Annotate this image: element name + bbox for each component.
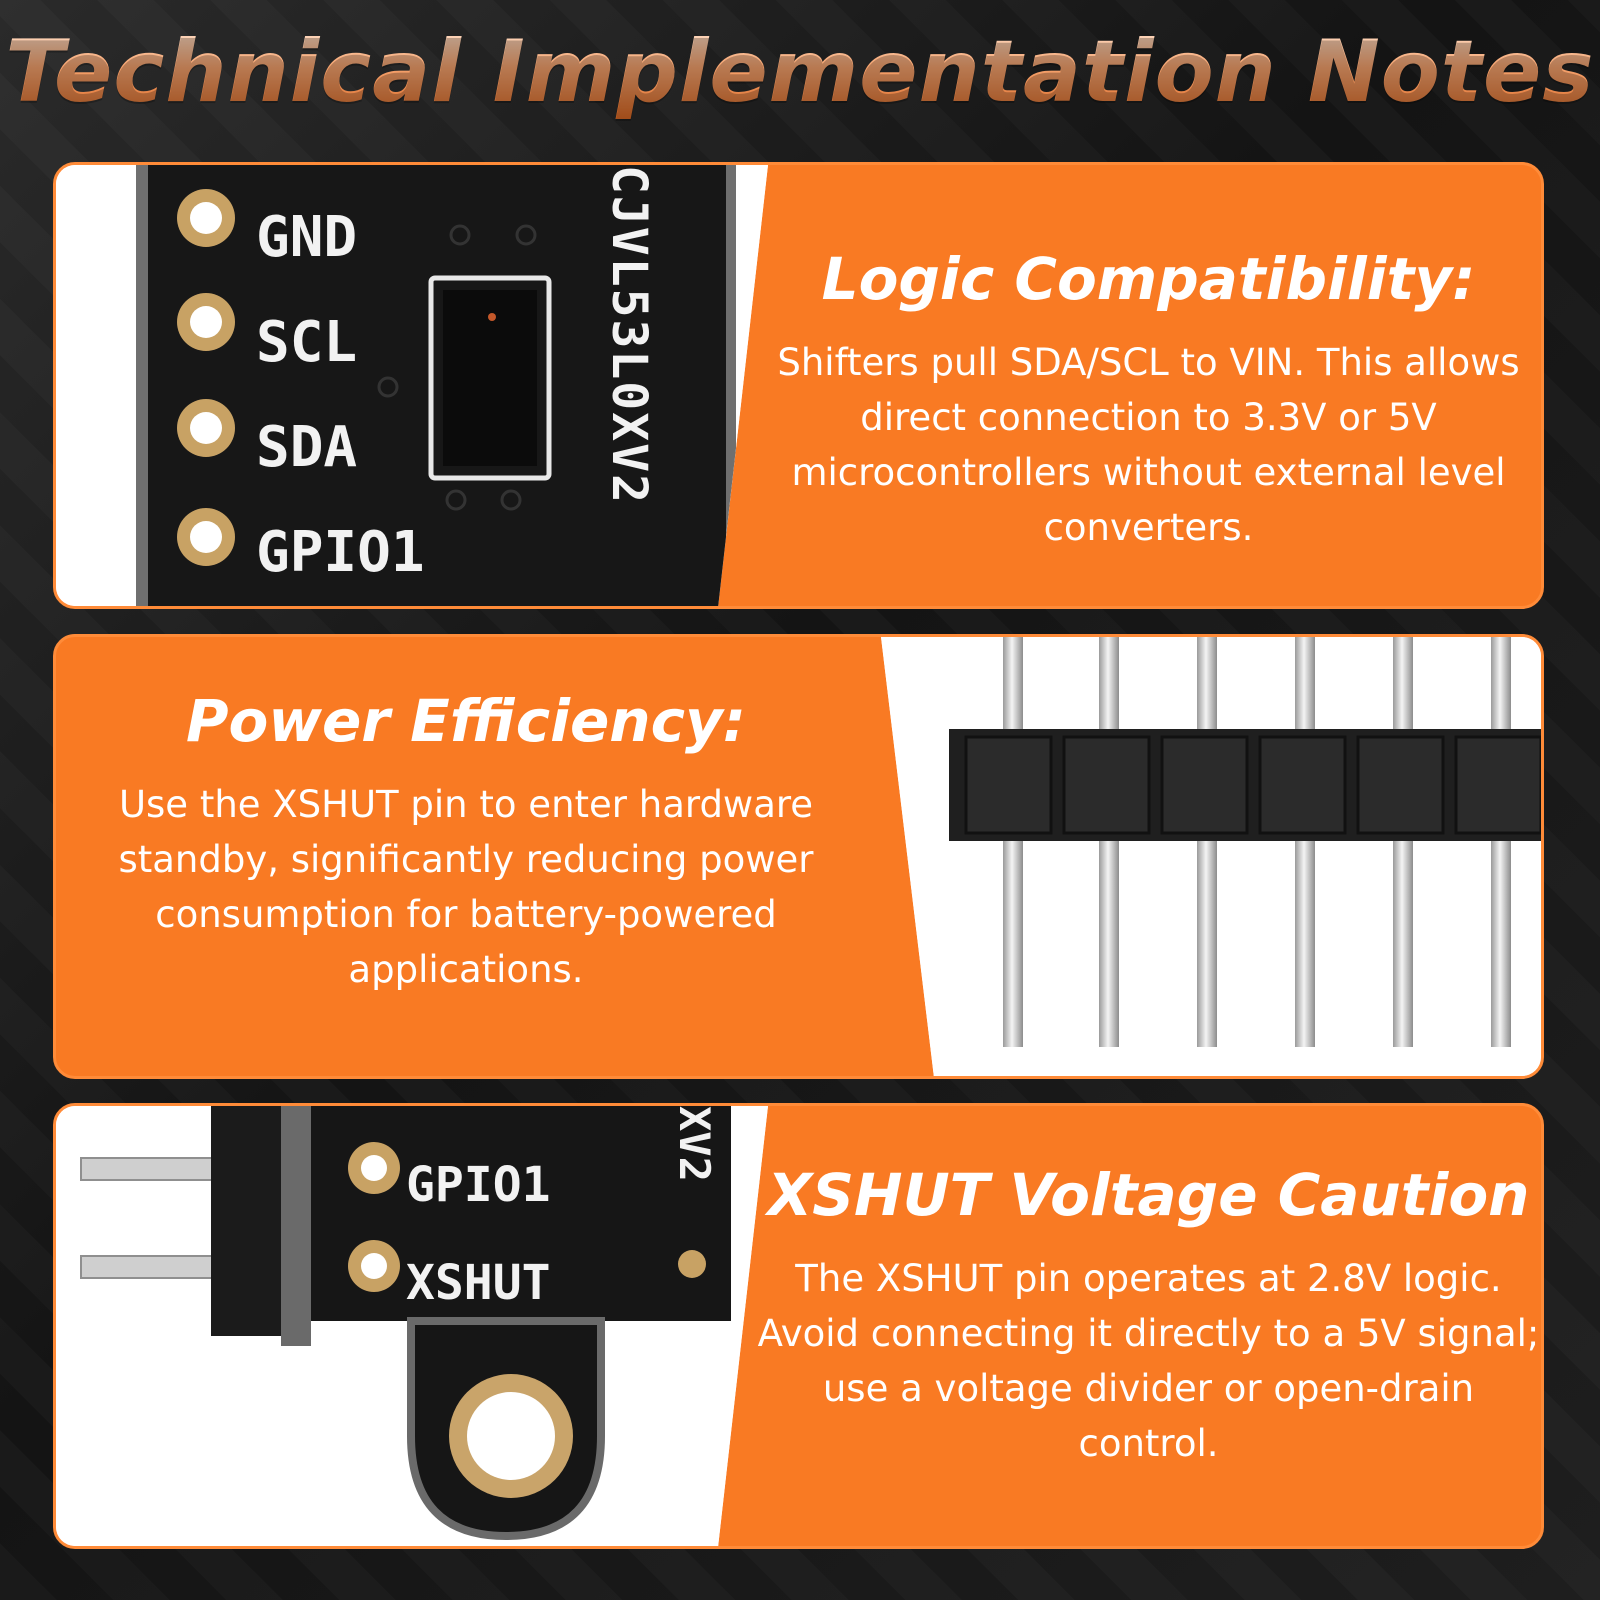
section-body: Use the XSHUT pin to enter hardware stan… [118,783,814,991]
text-block: Power Efficiency: Use the XSHUT pin to e… [76,687,856,997]
pcb-side-illustration [56,1106,768,1546]
pin-label-xshut: XSHUT [406,1255,551,1311]
sensor-board-photo: GND SCL SDA GPIO1 CJVL53L0XV2 [56,165,768,606]
section-body: The XSHUT pin operates at 2.8V logic. Av… [757,1257,1540,1465]
section-body: Shifters pull SDA/SCL to VIN. This allow… [777,341,1520,549]
text-block: XSHUT Voltage Caution The XSHUT pin oper… [756,1161,1541,1471]
header-plastic [949,729,1541,841]
pcb-illustration [56,165,768,606]
pin-header-photo [881,637,1541,1076]
card-power-efficiency: Power Efficiency: Use the XSHUT pin to e… [53,634,1544,1079]
card-xshut-voltage-caution: GPIO1 XSHUT XV2 XSHUT Voltage Caution Th… [53,1103,1544,1549]
page-title: Technical Implementation Notes [0,22,1600,122]
pin-label-gpio1: GPIO1 [406,1157,551,1213]
pin-label-gnd: GND [256,205,358,270]
section-heading: XSHUT Voltage Caution [767,1161,1530,1229]
pin-label-scl: SCL [256,310,358,375]
board-marking: XV2 [670,1106,719,1182]
text-block: Logic Compatibility: Shifters pull SDA/S… [756,245,1541,555]
sensor-board-side-photo: GPIO1 XSHUT XV2 [56,1106,768,1546]
section-heading: Power Efficiency: [186,687,746,755]
pin-pads [177,189,235,566]
pin-label-sda: SDA [256,415,358,480]
pin-label-gpio1: GPIO1 [256,520,425,585]
pin-header-illustration [881,637,1541,1076]
card-logic-compatibility: GND SCL SDA GPIO1 CJVL53L0XV2 Logic Comp… [53,162,1544,609]
section-heading: Logic Compatibility: [821,245,1476,313]
board-marking: CJVL53L0XV2 [601,165,657,505]
